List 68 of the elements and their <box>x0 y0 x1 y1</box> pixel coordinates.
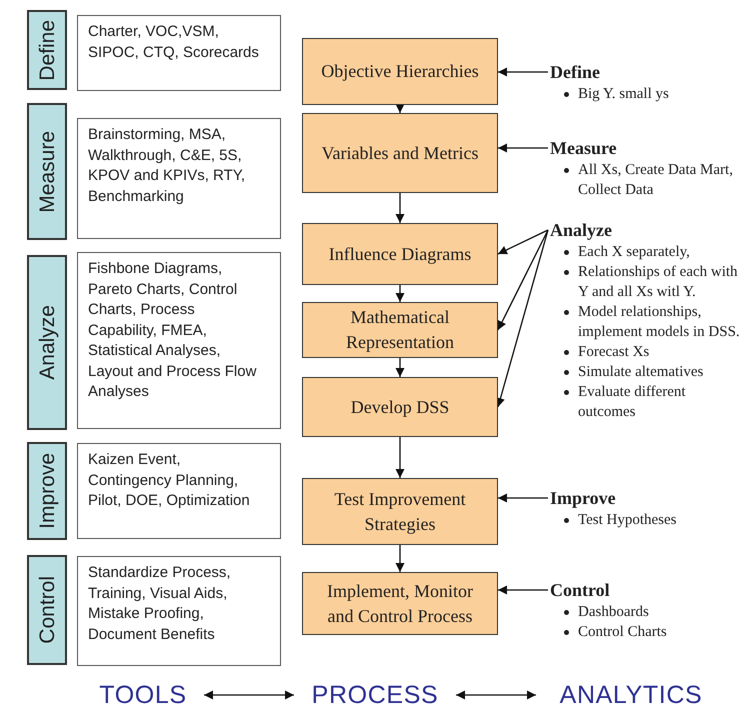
bullet-text: Each X separately, <box>578 243 690 262</box>
process-label: Mathematical Representation <box>345 306 455 354</box>
arrow <box>456 690 536 700</box>
process-label: Objective Hierarchies <box>321 60 479 83</box>
process-box <box>302 478 498 545</box>
process-box <box>302 38 498 105</box>
phase-label: Improve <box>36 453 58 529</box>
phase-heading: Analyze <box>550 219 612 242</box>
process-box <box>302 302 498 358</box>
arrow <box>396 193 404 223</box>
phase-heading: Measure <box>550 137 617 160</box>
bullet-text: Model relationships, implement models in DSS. <box>578 303 741 342</box>
arrow <box>498 494 548 502</box>
column-heading: PROCESS <box>312 682 438 708</box>
tools-box <box>77 556 281 666</box>
column-heading: TOOLS <box>99 682 187 708</box>
arrow <box>497 230 549 330</box>
bullet-text: Forecast Xs <box>578 343 650 362</box>
bullet-text: Big Y. small ys <box>578 85 669 104</box>
bullet-text: All Xs, Create Data Mart, Collect Data <box>578 161 734 200</box>
bullet-text: Dashboards <box>578 603 649 622</box>
phase-label: Control <box>36 576 58 644</box>
bullet-text: Evaluate different outcomes <box>578 383 687 422</box>
bullet-text: Simulate altematives <box>578 363 704 382</box>
arrow <box>396 545 404 572</box>
phase-heading: Control <box>550 579 610 602</box>
phase-tab <box>27 10 67 90</box>
tools-box <box>77 118 281 239</box>
tools-box <box>77 443 281 539</box>
arrow <box>204 690 294 700</box>
tool-list: Charter, VOC,VSM, SIPOC, CTQ, Scorecards <box>88 22 263 63</box>
phase-label: Measure <box>36 130 58 212</box>
arrow <box>396 437 404 478</box>
process-box <box>302 572 498 635</box>
process-label: Develop DSS <box>350 396 450 419</box>
bullet-text: Control Charts <box>578 623 667 642</box>
process-label: Implement, Monitor and Control Process <box>326 580 474 628</box>
process-label: Influence Diagrams <box>328 242 472 266</box>
phase-tab <box>27 103 67 240</box>
phase-label: Analyze <box>36 305 58 380</box>
arrow <box>396 358 404 377</box>
arrow <box>396 285 404 302</box>
bullet-text: Test Hypotheses <box>578 511 677 530</box>
arrow <box>396 104 404 113</box>
phase-heading: Improve <box>550 487 616 510</box>
tools-box <box>77 15 281 91</box>
tool-list: Standardize Process, Training, Visual Aids, Mistake Proofing, Document Benefits <box>88 563 263 645</box>
process-label: Variables and Metrics <box>322 142 478 164</box>
phase-tab <box>27 442 67 540</box>
process-box <box>302 113 498 193</box>
tool-list: Kaizen Event, Contingency Planning, Pilot, DOE, Optimization <box>88 450 263 512</box>
column-heading: ANALYTICS <box>560 682 702 708</box>
phase-label: Define <box>36 20 58 80</box>
arrow <box>498 68 548 76</box>
arrow <box>498 586 548 594</box>
process-box <box>302 223 498 285</box>
process-box <box>302 377 498 437</box>
phase-heading: Define <box>550 61 600 84</box>
bullet-text: Relationships of each with Y and all Xs witl Y. <box>578 263 739 302</box>
phase-tab <box>27 555 67 665</box>
phase-tab <box>27 255 67 430</box>
tool-list: Brainstorming, MSA, Walkthrough, C&E, 5S, KPOV and KPIVs, RTY, Benchmarking <box>88 125 263 207</box>
arrow <box>498 229 548 255</box>
tools-box <box>77 252 281 429</box>
process-label: Test Improvement Strategies <box>333 488 467 536</box>
arrow <box>496 230 549 408</box>
tool-list: Fishbone Diagrams, Pareto Charts, Control Charts, Process Capability, FMEA, Statistical Analyses, Layout and Process Flow Analyses <box>88 259 263 402</box>
arrow <box>498 144 548 152</box>
